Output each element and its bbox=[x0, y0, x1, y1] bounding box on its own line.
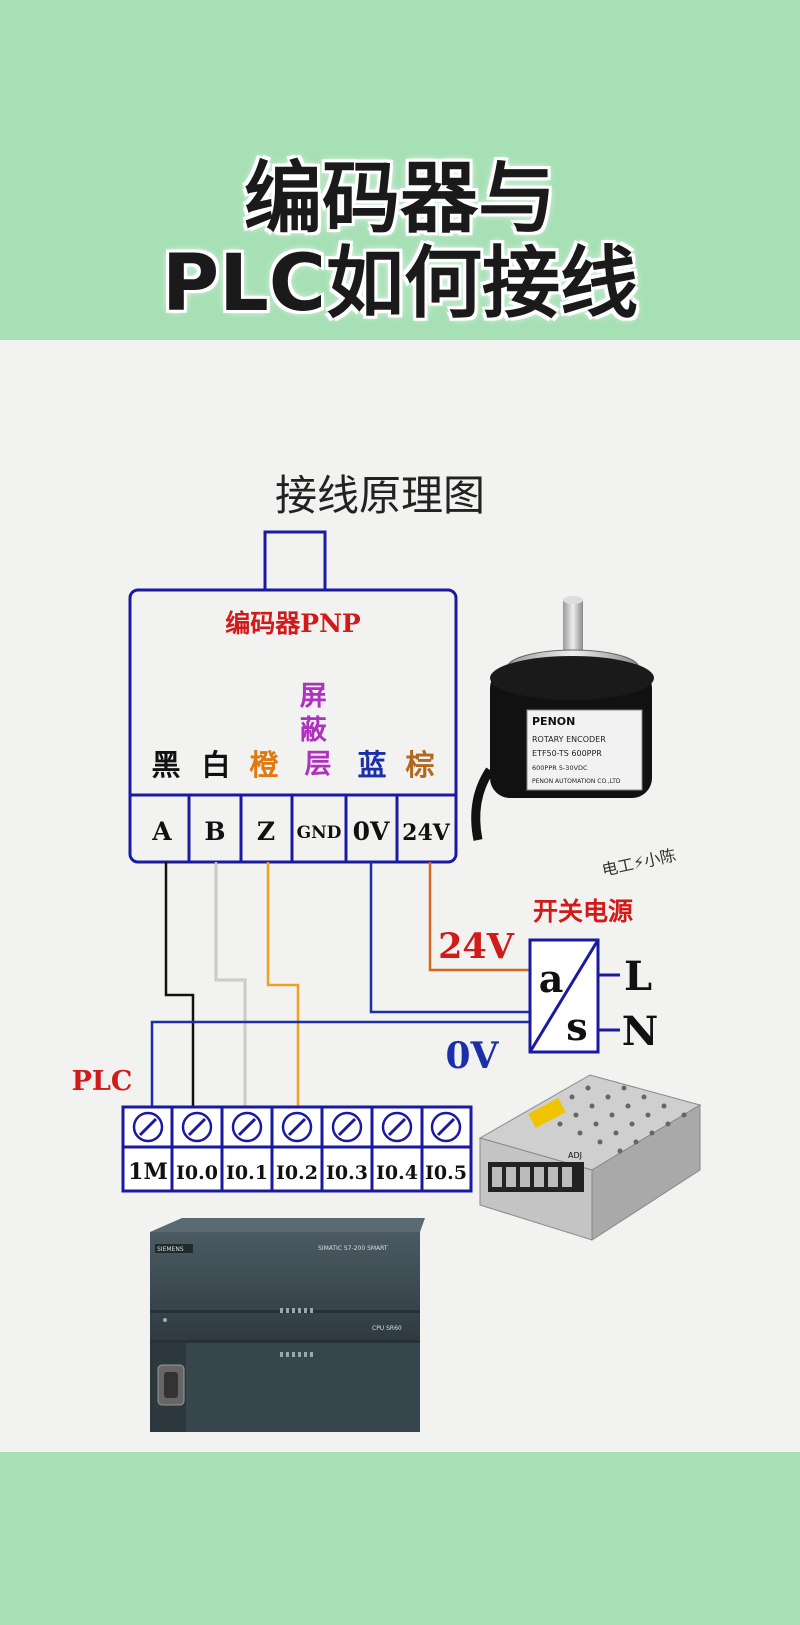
encoder-terminal-gnd: GND bbox=[297, 823, 342, 843]
plc-terminal-i05: I0.5 bbox=[425, 1162, 467, 1184]
wire-color-black: 黑 bbox=[151, 748, 180, 782]
psu-photo: ADJ bbox=[478, 1074, 702, 1241]
plc-photo-cpu: CPU SR60 bbox=[372, 1325, 402, 1332]
title-banner bbox=[0, 0, 800, 340]
plc-terminal-1m: 1M bbox=[128, 1159, 168, 1185]
screw-icon bbox=[281, 1111, 313, 1143]
power-title: 开关电源 bbox=[533, 897, 633, 926]
encoder-photo-line2: ETF50-TS 600PPR bbox=[532, 749, 602, 758]
wire-color-shield: 屏 蔽 层 bbox=[300, 681, 336, 780]
wire-0v-blue bbox=[369, 862, 530, 1014]
diagram-heading: 接线原理图 bbox=[275, 471, 485, 520]
encoder-title: 编码器PNP bbox=[225, 609, 361, 638]
wire-color-white: 白 bbox=[201, 748, 230, 782]
screw-icon bbox=[430, 1111, 462, 1143]
power-0v-label: 0V bbox=[446, 1035, 500, 1077]
screw-icon bbox=[331, 1111, 363, 1143]
power-24v-label: 24V bbox=[438, 926, 515, 967]
encoder-terminal-z: Z bbox=[257, 817, 275, 846]
screw-icon bbox=[181, 1111, 213, 1143]
footer-band bbox=[0, 1452, 800, 1625]
screw-icons bbox=[132, 1111, 462, 1143]
encoder-photo-line3: 600PPR 5-30VDC bbox=[532, 764, 588, 772]
wire-color-orange: 橙 bbox=[249, 748, 279, 782]
encoder-photo-line4: PENON AUTOMATION CO.,LTD bbox=[532, 778, 621, 785]
plc-terminal-i04: I0.4 bbox=[376, 1162, 418, 1184]
wire-a-black bbox=[164, 862, 195, 1107]
encoder-terminal-b: B bbox=[204, 817, 225, 846]
plc-terminal-i03: I0.3 bbox=[326, 1162, 368, 1184]
power-symbol-a: a bbox=[539, 956, 564, 1001]
encoder-photo: PENON ROTARY ENCODER ETF50-TS 600PPR 600… bbox=[471, 596, 654, 841]
encoder-photo-brand: PENON bbox=[532, 715, 575, 728]
plc-terminal-columns bbox=[170, 1107, 424, 1191]
wire-color-blue: 蓝 bbox=[357, 748, 386, 782]
power-n-label: N bbox=[622, 1008, 659, 1055]
plc-terminal-i02: I0.2 bbox=[276, 1162, 318, 1184]
page-title-line2: PLC如何接线 bbox=[161, 239, 639, 329]
plc-photo-brand: SIEMENS bbox=[157, 1246, 184, 1253]
wire-z-orange bbox=[266, 862, 300, 1107]
plc-title: PLC bbox=[72, 1066, 133, 1097]
plc-terminal-i00: I0.0 bbox=[176, 1162, 218, 1184]
encoder-terminals bbox=[187, 795, 399, 862]
encoder-terminal-24v: 24V bbox=[402, 820, 451, 846]
wire-0v-to-1m bbox=[150, 1020, 530, 1107]
screw-icon bbox=[132, 1111, 164, 1143]
psu-adj-label: ADJ bbox=[568, 1151, 582, 1160]
power-symbol-s: s bbox=[566, 1004, 587, 1049]
wire-color-brown: 棕 bbox=[405, 748, 434, 782]
screw-icon bbox=[231, 1111, 263, 1143]
plc-terminal-i01: I0.1 bbox=[226, 1162, 268, 1184]
encoder-terminal-a: A bbox=[151, 817, 172, 846]
power-l-label: L bbox=[624, 953, 652, 1000]
encoder-photo-line1: ROTARY ENCODER bbox=[532, 735, 606, 744]
wire-b-white bbox=[214, 862, 247, 1107]
screw-icon bbox=[381, 1111, 413, 1143]
plc-photo-model: SIMATIC S7-200 SMART bbox=[318, 1245, 388, 1252]
power-symbol-diagonal bbox=[528, 939, 600, 1053]
encoder-terminal-0v: 0V bbox=[353, 817, 390, 846]
encoder-shaft-box bbox=[263, 530, 327, 592]
wire-24v-brown bbox=[428, 862, 530, 972]
watermark: 电工⚡小陈 bbox=[600, 846, 678, 880]
wire-b-white-inner bbox=[215, 862, 246, 1107]
page-title-line1: 编码器与 bbox=[243, 154, 556, 244]
plc-photo: SIEMENS SIMATIC S7-200 SMART CPU SR60 bbox=[150, 1218, 425, 1432]
